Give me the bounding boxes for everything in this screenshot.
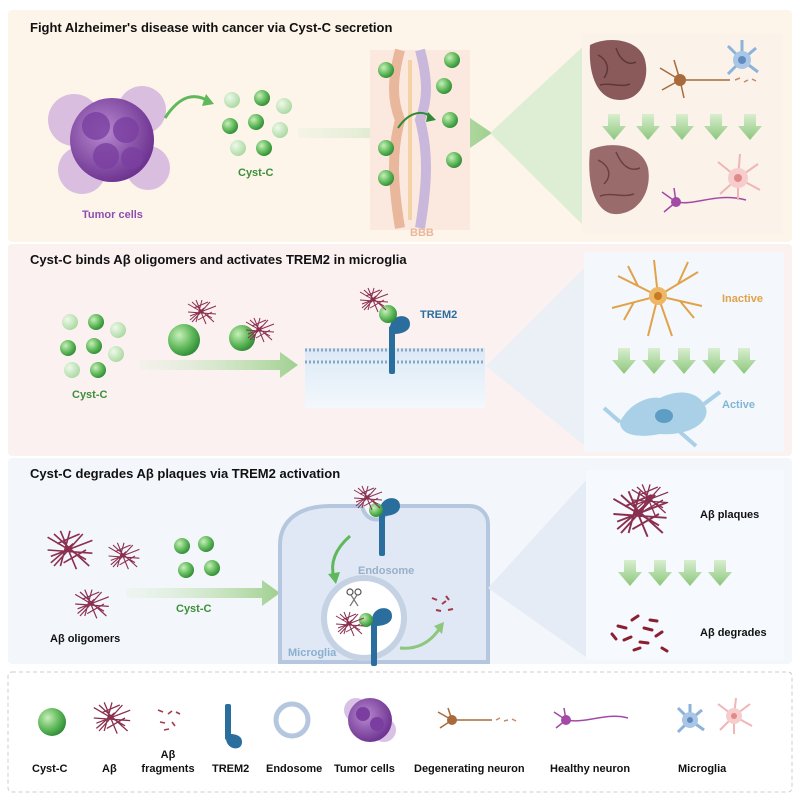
cystc-abeta-complex — [168, 299, 275, 356]
legend-endosome-label: Endosome — [266, 763, 322, 775]
tumor-cells-icon — [48, 86, 170, 194]
panel-bottom-title: Cyst-C degrades Aβ plaques via TREM2 act… — [30, 466, 340, 481]
legend-trem2-label: TREM2 — [212, 763, 249, 775]
plaque-inset: Aβ plaques Aβ degrades — [586, 470, 784, 660]
endosome-label: Endosome — [358, 565, 414, 577]
panel-top-title: Fight Alzheimer's disease with cancer vi… — [30, 20, 392, 35]
legend-healthy-label: Healthy neuron — [550, 763, 630, 775]
panel-top: Fight Alzheimer's disease with cancer vi… — [8, 10, 792, 242]
tumor-cells-label: Tumor cells — [82, 209, 143, 221]
bbb-label: BBB — [410, 227, 434, 239]
legend-fragments-label-2: fragments — [141, 763, 194, 775]
delivery-arrow — [126, 580, 280, 606]
legend-tumor-label: Tumor cells — [334, 763, 395, 775]
legend-microglia-icon — [676, 697, 753, 734]
abeta-fragments-cell — [431, 595, 454, 612]
zoom-wedge-bottom — [488, 476, 590, 660]
legend-cystc-icon — [38, 708, 66, 736]
legend-microglia-label: Microglia — [678, 763, 727, 775]
inactive-label: Inactive — [722, 293, 763, 305]
binding-arrow — [140, 352, 298, 378]
active-microglia-icon — [602, 390, 722, 448]
cystc-label-bottom: Cyst-C — [176, 603, 212, 615]
legend-healthy-neuron-icon — [553, 707, 629, 729]
degenerating-neuron-icon — [659, 59, 757, 99]
panel-bottom: Cyst-C degrades Aβ plaques via TREM2 act… — [8, 458, 792, 666]
healthy-neuron-top-icon — [661, 187, 747, 213]
brain-healthy-icon — [589, 145, 649, 215]
abeta-degraded-icon — [610, 614, 669, 653]
scissors-icon — [346, 588, 362, 607]
panel-middle: Cyst-C binds Aβ oligomers and activates … — [8, 244, 792, 456]
microglia-top-icon — [726, 40, 759, 76]
legend-degen-label: Degenerating neuron — [414, 763, 525, 775]
bbb-barrier — [370, 48, 470, 230]
zoom-wedge-middle — [486, 262, 590, 450]
legend-cystc-label: Cyst-C — [32, 763, 68, 775]
microglia-inset: Inactive Active — [584, 252, 784, 452]
cystc-label-middle: Cyst-C — [72, 389, 108, 401]
zoom-wedge-top — [490, 40, 590, 232]
trem2-label: TREM2 — [420, 309, 457, 321]
legend: Cyst-C Aβ Aβ fragments TREM2 Endosome Tu… — [7, 671, 793, 793]
legend-endosome-icon — [273, 701, 311, 739]
microglia-pink-icon — [717, 153, 761, 200]
cystc-label-top: Cyst-C — [238, 167, 274, 179]
microglia-cell: Endosome Microglia — [278, 485, 490, 666]
panel-middle-title: Cyst-C binds Aβ oligomers and activates … — [30, 252, 407, 267]
legend-fragments-icon — [157, 709, 181, 731]
legend-tumor-icon — [344, 698, 396, 742]
abeta-plaques-label: Aβ plaques — [700, 509, 759, 521]
active-label: Active — [722, 399, 755, 411]
abeta-oligomers-label: Aβ oligomers — [50, 633, 120, 645]
brain-inset — [582, 34, 782, 234]
legend-abeta-label: Aβ — [102, 763, 117, 775]
inactive-microglia-icon — [611, 259, 703, 337]
legend-trem2-icon — [225, 704, 242, 749]
legend-degen-neuron-icon — [437, 707, 517, 729]
microglia-label: Microglia — [288, 647, 337, 659]
abeta-degrades-label: Aβ degrades — [700, 627, 767, 639]
legend-fragments-label-1: Aβ — [161, 749, 176, 761]
